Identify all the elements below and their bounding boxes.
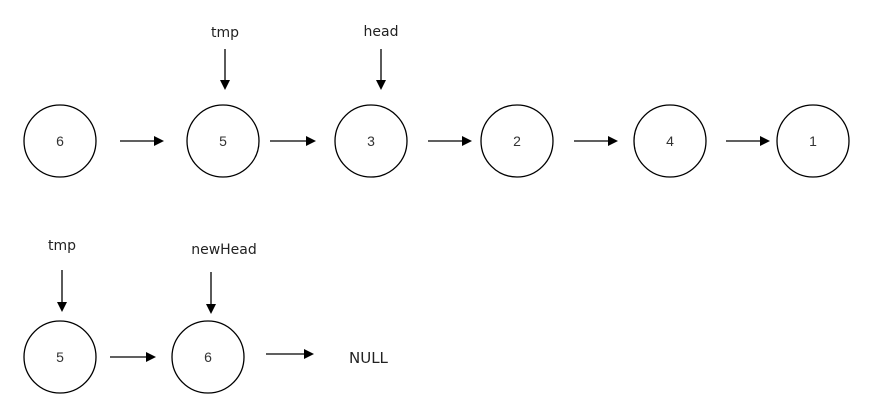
pointer-label-tmp: tmp [211, 25, 239, 41]
node-value: 3 [367, 133, 375, 149]
next-arrow [120, 136, 164, 146]
node-circle [186, 104, 260, 178]
list-node: 1 [776, 104, 850, 178]
pointer-label-head: head [364, 24, 399, 40]
pointer-label-newhead: newHead [191, 242, 257, 258]
next-arrow [110, 352, 156, 362]
list-node: 4 [633, 104, 707, 178]
list-node: 5 [23, 320, 97, 394]
next-arrow [270, 136, 316, 146]
top-linked-list: tmp head 6 5 3 [23, 24, 850, 178]
list-node: 6 [23, 104, 97, 178]
node-value: 6 [56, 133, 64, 149]
bottom-pointer-tmp: tmp [48, 238, 76, 312]
list-node: 6 [171, 320, 245, 394]
bottom-pointer-newHead: newHead [191, 242, 257, 314]
pointer-label-tmp: tmp [48, 238, 76, 254]
null-terminator: NULL [349, 349, 389, 367]
list-node: 2 [480, 104, 554, 178]
node-value: 4 [666, 133, 674, 149]
next-arrow [574, 136, 618, 146]
next-arrow [266, 349, 314, 359]
pointer-arrow-head [376, 80, 386, 90]
node-circle [23, 104, 97, 178]
top-pointer-tmp: tmp [211, 25, 239, 90]
node-value: 2 [513, 133, 521, 149]
top-pointer-head: head [364, 24, 399, 90]
node-circle [334, 104, 408, 178]
pointer-arrow-head [206, 304, 216, 314]
node-circle [633, 104, 707, 178]
node-circle [480, 104, 554, 178]
bottom-linked-list: tmp newHead 5 6 NULL [23, 238, 389, 394]
node-circle [171, 320, 245, 394]
list-node: 5 [186, 104, 260, 178]
node-value: 6 [204, 349, 212, 365]
next-arrow [428, 136, 472, 146]
list-node: 3 [334, 104, 408, 178]
node-circle [776, 104, 850, 178]
node-value: 5 [56, 349, 64, 365]
pointer-arrow-head [57, 302, 67, 312]
node-circle [23, 320, 97, 394]
node-value: 1 [809, 133, 817, 149]
pointer-arrow-head [220, 80, 230, 90]
node-value: 5 [219, 133, 227, 149]
next-arrow [726, 136, 770, 146]
